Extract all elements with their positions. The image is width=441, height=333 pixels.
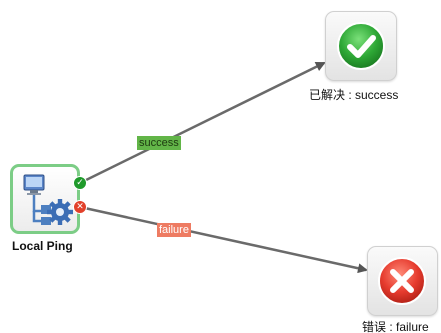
- success-port-icon[interactable]: ✓: [73, 176, 87, 190]
- success-node[interactable]: [325, 11, 397, 81]
- failure-port-icon[interactable]: ✕: [73, 200, 87, 214]
- local-ping-node[interactable]: [10, 164, 80, 234]
- x-circle-icon: [378, 257, 426, 305]
- failure-node[interactable]: [367, 246, 438, 316]
- check-circle-icon: [337, 22, 385, 70]
- network-computer-gear-icon: [23, 174, 73, 225]
- edge-success[interactable]: [79, 61, 326, 185]
- source-node-label: Local Ping: [12, 239, 73, 253]
- edge-failure[interactable]: [79, 205, 368, 274]
- success-node-label: 已解决 : success: [309, 88, 399, 102]
- success-edge-label: success: [137, 136, 181, 150]
- failure-node-label: 错误 : failure: [362, 320, 429, 333]
- failure-edge-label: failure: [157, 223, 191, 237]
